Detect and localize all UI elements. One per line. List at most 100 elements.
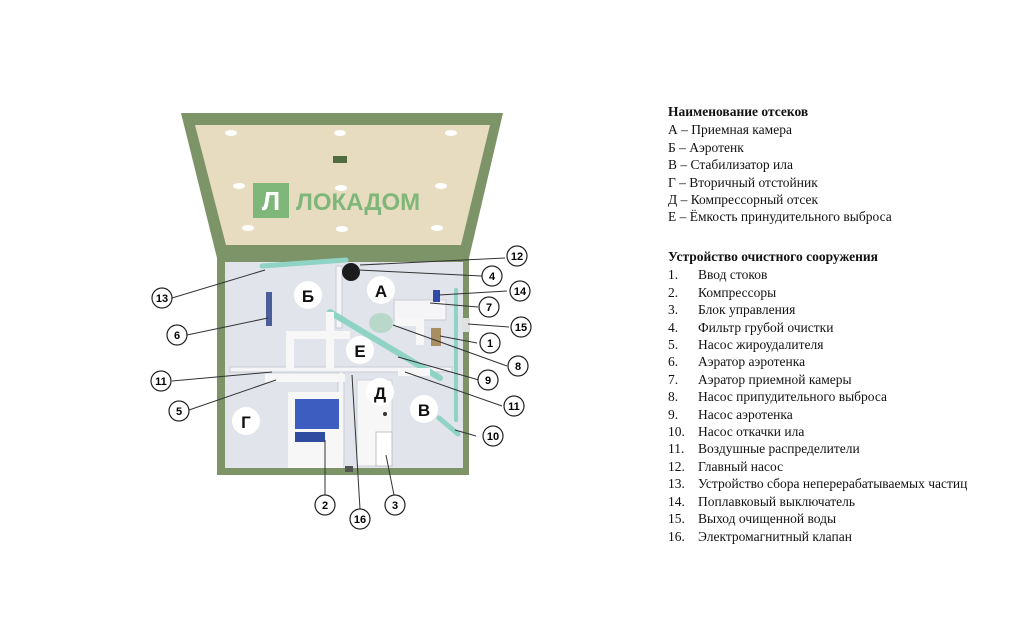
device-num: 11. bbox=[668, 441, 685, 457]
compressor-blue-base bbox=[295, 432, 325, 442]
device-num: 2. bbox=[668, 284, 679, 300]
device-label: Насос припудительного выброса bbox=[698, 389, 887, 405]
compartment-item: Б – Аэротенк bbox=[668, 139, 744, 155]
callout-6: 6 bbox=[166, 324, 188, 346]
svg-text:10: 10 bbox=[487, 431, 499, 443]
svg-text:6: 6 bbox=[174, 330, 180, 342]
device-num: 1. bbox=[668, 267, 679, 283]
device-label: Электромагнитный клапан bbox=[698, 528, 852, 544]
svg-text:А: А bbox=[375, 282, 387, 301]
device-num: 13. bbox=[668, 476, 685, 492]
device-item: 12. Главный насос bbox=[668, 458, 993, 475]
callout-5: 5 bbox=[168, 400, 190, 422]
control-block-indicator bbox=[383, 412, 387, 416]
compartment-item: Г – Вторичный отстойник bbox=[668, 174, 818, 190]
device-item: 4. Фильтр грубой очистки bbox=[668, 319, 993, 336]
device-num: 7. bbox=[668, 371, 679, 387]
compartment-item: Е – Ёмкость принудительного выброса bbox=[668, 209, 892, 225]
callout-14: 14 bbox=[509, 280, 531, 302]
device-num: 9. bbox=[668, 406, 679, 422]
device-label: Воздушные распределители bbox=[698, 441, 860, 457]
forced-discharge-pump bbox=[369, 313, 393, 333]
callout-16: 16 bbox=[349, 508, 371, 530]
svg-text:8: 8 bbox=[515, 361, 521, 373]
svg-text:13: 13 bbox=[156, 293, 168, 305]
svg-text:11: 11 bbox=[155, 376, 167, 388]
callout-11-right: 11 bbox=[503, 395, 525, 417]
leader-lines bbox=[171, 257, 510, 510]
logo-text: ЛОКАДОМ bbox=[296, 189, 420, 216]
callout-3: 3 bbox=[384, 494, 406, 516]
device-num: 10. bbox=[668, 424, 685, 440]
device-num: 5. bbox=[668, 337, 679, 353]
device-item: 16.Электромагнитный клапан bbox=[668, 528, 993, 545]
device-item: 10. Насос откачки ила bbox=[668, 423, 993, 440]
lid-lights bbox=[225, 130, 457, 232]
callout-12: 12 bbox=[506, 245, 528, 267]
compartment-item: Д – Компрессорный отсек bbox=[668, 192, 819, 208]
device-label: Главный насос bbox=[698, 458, 784, 474]
float-switch bbox=[433, 290, 440, 302]
main-pump bbox=[342, 263, 360, 281]
device-item: 11. Воздушные распределители bbox=[668, 440, 993, 457]
svg-text:5: 5 bbox=[176, 406, 182, 418]
callout-4: 4 bbox=[481, 265, 503, 287]
devices-legend: Устройство очистного сооружения 1.Ввод с… bbox=[668, 248, 993, 545]
svg-text:Е: Е bbox=[354, 342, 365, 361]
device-num: 6. bbox=[668, 354, 679, 370]
callout-11-left: 11 bbox=[150, 370, 172, 392]
device-item: 9. Насос аэротенка bbox=[668, 406, 993, 423]
device-label: Фильтр грубой очистки bbox=[698, 319, 834, 335]
svg-text:12: 12 bbox=[511, 251, 523, 263]
compartments-heading: Наименование отсеков bbox=[668, 104, 809, 119]
white-pipes bbox=[265, 312, 430, 382]
lid-latch bbox=[333, 156, 347, 163]
device-label: Насос жироудалителя bbox=[698, 337, 824, 353]
svg-text:14: 14 bbox=[514, 286, 527, 298]
svg-text:4: 4 bbox=[489, 271, 496, 283]
callout-2: 2 bbox=[314, 494, 336, 516]
device-label: Насос аэротенка bbox=[698, 406, 793, 422]
callouts: 13 6 11 5 2 16 3 10 11 9 8 1 15 7 14 4 1… bbox=[150, 245, 532, 530]
compartment-item: А – Приемная камера bbox=[668, 122, 792, 138]
device-item: 1. Ввод стоков bbox=[668, 266, 993, 283]
device-item: 8. Насос припудительного выброса bbox=[668, 388, 993, 405]
sewage-inlet bbox=[431, 328, 441, 346]
compartment-item: В – Стабилизатор ила bbox=[668, 157, 793, 173]
outlet-pipe bbox=[462, 318, 470, 332]
zone-letters: А Б В Г Д Е bbox=[232, 276, 438, 435]
svg-text:Г: Г bbox=[241, 413, 251, 432]
device-num: 8. bbox=[668, 389, 679, 405]
control-block-lower bbox=[375, 431, 393, 467]
device-num: 15. bbox=[668, 511, 685, 527]
device-item: 7.Аэратор приемной камеры bbox=[668, 371, 993, 388]
device-num: 4. bbox=[668, 319, 679, 335]
device-item: 15.Выход очищенной воды bbox=[668, 510, 993, 527]
svg-text:Б: Б bbox=[302, 287, 314, 306]
compartments-legend: Наименование отсеков А – Приемная камера… bbox=[668, 103, 892, 226]
device-num: 12. bbox=[668, 458, 685, 474]
zone-letter-e: Е bbox=[346, 336, 374, 364]
device-label: Насос откачки ила bbox=[698, 424, 805, 440]
svg-text:9: 9 bbox=[485, 375, 491, 387]
aerator-tank-unit bbox=[266, 292, 272, 326]
device-label: Ввод стоков bbox=[698, 267, 768, 283]
device-label: Блок управления bbox=[698, 302, 796, 318]
zone-letter-g: Г bbox=[232, 407, 260, 435]
device-label: Поплавковый выключатель bbox=[698, 493, 856, 509]
solenoid-valve bbox=[345, 466, 353, 472]
device-label: Аэратор аэротенка bbox=[698, 354, 806, 370]
device-label: Устройство сбора неперерабатываемых част… bbox=[698, 476, 968, 492]
svg-text:16: 16 bbox=[354, 514, 366, 526]
device-num: 14. bbox=[668, 493, 685, 509]
compressor-blue-unit bbox=[295, 399, 339, 429]
device-item: 3.Блок управления bbox=[668, 301, 993, 318]
svg-text:1: 1 bbox=[487, 338, 493, 350]
device-item: 14. Поплавковый выключатель bbox=[668, 493, 993, 510]
svg-text:11: 11 bbox=[508, 401, 520, 413]
device-item: 2.Компрессоры bbox=[668, 284, 993, 301]
callout-15: 15 bbox=[510, 316, 532, 338]
callout-7: 7 bbox=[478, 296, 500, 318]
svg-text:2: 2 bbox=[322, 500, 328, 512]
